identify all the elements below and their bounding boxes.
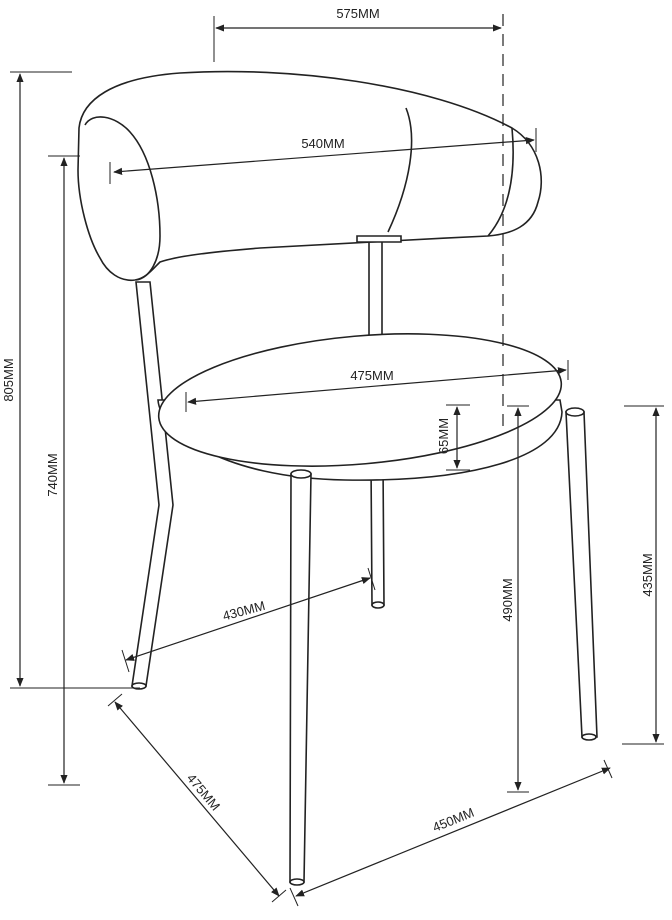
dim-overall-height: 805MM xyxy=(1,71,140,689)
label-backrest-width: 540MM xyxy=(301,136,344,151)
label-seat-thickness: 65MM xyxy=(436,418,451,454)
label-overall-height: 805MM xyxy=(1,358,16,401)
label-seat-height: 490MM xyxy=(500,578,515,621)
dim-seat-height: 490MM xyxy=(500,405,529,793)
front-right-leg xyxy=(565,407,598,741)
back-right-leg xyxy=(370,461,385,609)
dim-base-width: 450MM xyxy=(289,759,613,907)
chair-illustration xyxy=(77,70,598,886)
back-left-leg xyxy=(131,281,174,690)
front-left-leg xyxy=(289,469,312,886)
dim-seat-thickness: 65MM xyxy=(436,404,470,471)
label-base-width: 450MM xyxy=(430,805,476,835)
dim-backrest-height: 740MM xyxy=(45,155,80,786)
dim-seat-width: 475MM xyxy=(185,360,569,412)
label-leg-height: 435MM xyxy=(640,553,655,596)
label-backrest-height: 740MM xyxy=(45,453,60,496)
dim-base-depth: 475MM xyxy=(107,693,287,903)
backrest xyxy=(77,70,543,282)
label-inner-leg-span: 430MM xyxy=(221,598,267,624)
dim-overall-width: 575MM xyxy=(213,6,504,430)
dim-leg-height: 435MM xyxy=(622,405,664,745)
label-overall-width: 575MM xyxy=(336,6,379,21)
label-seat-width: 475MM xyxy=(350,368,393,383)
dim-backrest-width: 540MM xyxy=(109,128,537,184)
